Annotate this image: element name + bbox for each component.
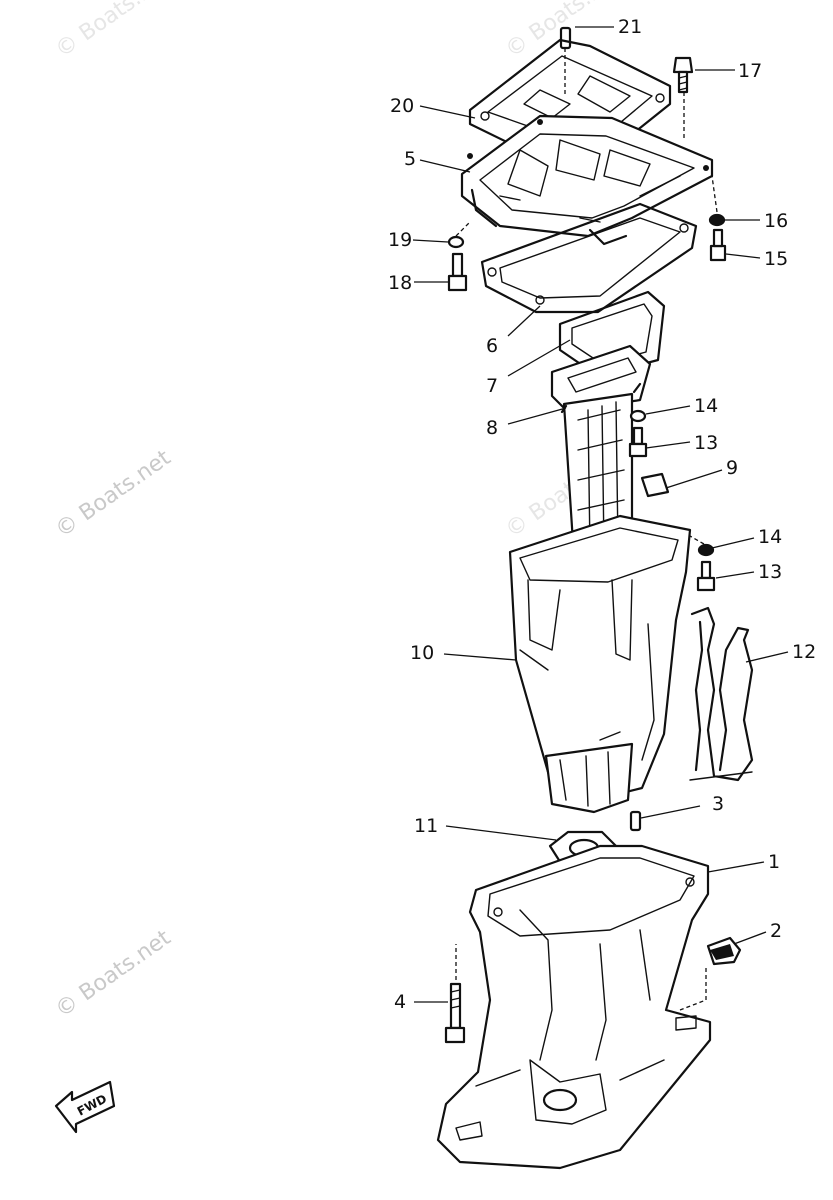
part-lower-casing — [436, 844, 712, 1170]
callout-4: 4 — [394, 991, 406, 1013]
watermark-top-left: © Boats.net — [51, 0, 176, 63]
callout-14-upper: 14 — [694, 395, 718, 417]
callout-1: 1 — [768, 851, 780, 873]
part-bolt-left-upper — [447, 252, 468, 292]
part-bolt-mid-lower — [696, 560, 716, 592]
part-long-bolt — [444, 982, 466, 1044]
callout-16: 16 — [764, 210, 788, 232]
callout-8: 8 — [486, 417, 498, 439]
callout-10: 10 — [410, 642, 434, 664]
callout-7: 7 — [486, 375, 498, 397]
part-callouts: 21 17 20 5 16 19 15 18 6 7 8 14 13 9 14 … — [388, 16, 816, 1013]
callout-13-upper: 13 — [694, 432, 718, 454]
assembly-guides — [455, 48, 718, 1011]
part-washer-mid-lower — [697, 543, 715, 557]
part-washer-left-upper — [447, 235, 465, 249]
callout-20: 20 — [390, 95, 414, 117]
callout-21: 21 — [618, 16, 642, 38]
part-dowel-pin-lower — [629, 810, 642, 832]
part-clip — [640, 472, 670, 498]
callout-9: 9 — [726, 457, 738, 479]
part-bolt-right-upper — [709, 228, 727, 262]
part-cap — [706, 936, 742, 966]
part-exhaust-guide — [460, 114, 714, 246]
callout-19: 19 — [388, 229, 412, 251]
part-upper-casing — [508, 514, 692, 814]
part-side-rubber-seal — [689, 606, 754, 782]
callout-6: 6 — [486, 335, 498, 357]
callout-17: 17 — [738, 60, 762, 82]
callout-5: 5 — [404, 148, 416, 170]
callout-15: 15 — [764, 248, 788, 270]
part-bolt-mid-upper — [628, 426, 648, 458]
callout-12: 12 — [792, 641, 816, 663]
callout-18: 18 — [388, 272, 412, 294]
part-seal-gasket — [558, 290, 666, 378]
part-dowel-pin-top — [559, 26, 572, 50]
leader-lines — [412, 26, 789, 1003]
callout-13-lower: 13 — [758, 561, 782, 583]
part-bolt-upper-right — [672, 56, 694, 94]
callout-11: 11 — [414, 815, 438, 837]
callout-14-lower: 14 — [758, 526, 782, 548]
part-washer-right-upper — [708, 213, 726, 227]
callout-3: 3 — [712, 793, 724, 815]
part-middle-gasket — [480, 202, 698, 314]
forward-direction-arrow: FWD — [54, 1080, 116, 1134]
callout-2: 2 — [770, 920, 782, 942]
part-washer-mid-upper — [629, 409, 647, 423]
watermark-left-bottom: © Boats.net — [51, 925, 176, 1023]
watermark-left-middle: © Boats.net — [51, 445, 176, 543]
